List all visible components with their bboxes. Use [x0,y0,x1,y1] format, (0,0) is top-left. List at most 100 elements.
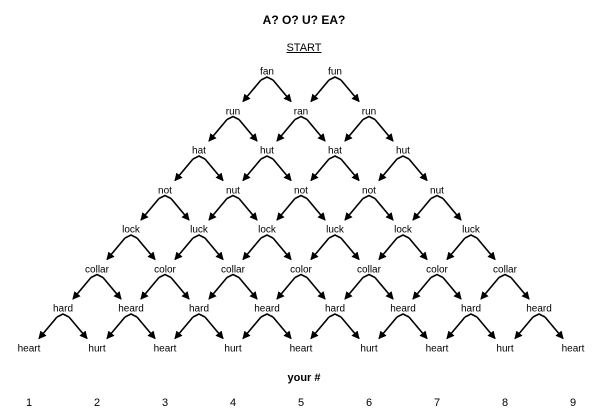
word-r6-4: color [290,264,312,275]
arrow-pair-r4-3 [276,194,326,221]
arrow-right [340,79,360,103]
word-r6-2: color [154,264,176,275]
word-r8-3: heart [153,343,177,354]
arrow-peak [192,234,206,239]
arrow-pair-r2-1 [208,115,258,142]
arrow-pair-r7-7 [446,313,496,340]
arrow-right [476,237,496,261]
arrow-peak [362,194,376,200]
arrow-peak [396,155,410,160]
word-r8-6: hurt [360,343,378,354]
word-r7-1: hard [52,303,74,315]
arrow-peak [328,155,342,160]
arrow-pair-r1-1 [242,76,292,103]
arrow-left [310,237,330,261]
arrow-right [306,118,326,142]
arrow-pair-r3-1 [174,155,224,182]
arrow-pair-r2-3 [344,115,394,142]
arrow-left [174,316,194,340]
word-r5-1: lock [122,224,140,236]
arrow-left [242,316,262,340]
arrow-peak [498,273,512,279]
word-r5-3: lock [258,224,276,236]
arrow-pair-r3-2 [242,155,292,182]
word-r7-8: heard [526,303,552,315]
arrow-left [344,276,364,300]
arrow-pair-r4-2 [208,194,258,221]
word-r2-2: ran [293,106,309,117]
arrow-left [208,118,228,142]
word-r5-2: luck [190,224,208,236]
arrow-left [310,316,330,340]
arrow-pair-r6-3 [208,273,258,300]
arrow-right [136,237,156,261]
arrow-right [204,158,224,182]
arrow-peak [294,194,308,200]
arrow-peak [56,313,70,318]
outcome-number-5: 5 [297,397,305,409]
arrow-left [446,316,466,340]
arrow-peak [362,115,376,121]
arrow-right [68,316,88,340]
arrow-right [510,276,530,300]
word-r2-1: run [225,106,241,117]
word-r4-4: not [362,185,376,196]
your-number-label: your # [287,372,321,384]
arrow-left [140,197,160,221]
arrow-peak [328,76,342,81]
word-r8-9: heart [561,343,585,354]
arrow-pair-r6-2 [140,273,190,300]
arrow-left [174,237,194,261]
arrow-peak [532,313,546,318]
arrow-pair-r5-6 [446,234,496,261]
arrow-pair-r4-5 [412,194,462,221]
arrow-pair-r5-2 [174,234,224,261]
arrow-right [238,276,258,300]
word-r7-4: heard [254,303,280,315]
word-r3-3: hat [328,145,342,157]
word-r8-4: hurt [224,343,242,354]
outcome-number-7: 7 [433,397,441,409]
arrow-pair-r7-2 [106,313,156,340]
arrow-peak [260,76,274,81]
word-r7-2: heard [118,303,144,315]
arrow-peak [396,234,410,239]
word-r8-2: hurt [88,343,106,354]
arrow-left [344,197,364,221]
arrow-left [242,158,262,182]
arrow-pair-r6-6 [412,273,462,300]
arrow-right [272,79,292,103]
arrow-peak [396,313,410,318]
arrow-pair-r7-1 [38,313,88,340]
arrow-peak [124,234,138,239]
word-r8-7: heart [425,343,449,354]
arrow-right [408,316,428,340]
arrow-right [170,197,190,221]
arrow-peak [294,273,308,279]
arrow-pair-r6-4 [276,273,326,300]
arrow-peak [158,194,172,200]
arrow-pair-r3-3 [310,155,360,182]
word-r5-4: luck [326,224,344,236]
word-r3-1: hat [192,145,206,157]
word-r8-1: heart [17,343,41,354]
arrow-left [72,276,92,300]
arrow-peak [328,234,342,239]
arrow-pair-r7-8 [514,313,564,340]
arrow-peak [362,273,376,279]
arrow-left [174,158,194,182]
arrow-right [442,197,462,221]
arrow-right [306,197,326,221]
word-r7-3: hard [188,303,210,315]
arrow-pair-r6-7 [480,273,530,300]
arrow-peak [90,273,104,279]
arrow-peak [294,115,308,121]
word-r4-5: nut [430,185,444,196]
arrow-peak [124,313,138,318]
arrow-peak [328,313,342,318]
arrow-right [238,118,258,142]
outcome-number-1: 1 [25,397,33,409]
arrow-pair-r3-4 [378,155,428,182]
word-r7-6: heard [390,303,416,315]
